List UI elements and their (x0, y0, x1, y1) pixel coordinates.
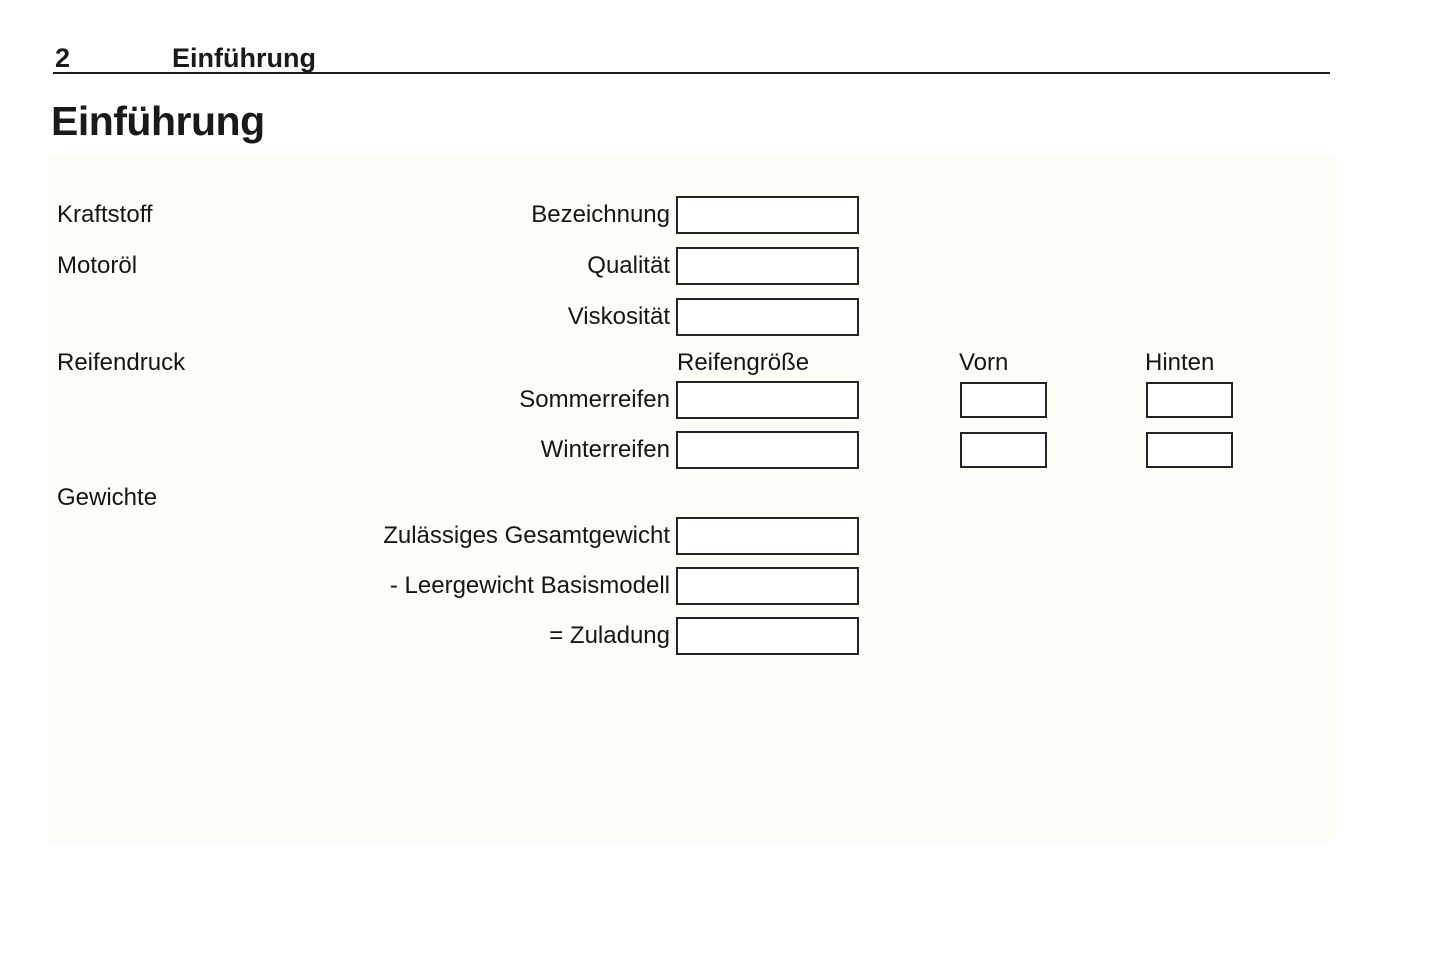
field-label-gesamtgewicht: Zulässiges Gesamtgewicht (383, 522, 670, 549)
winterreifen-reifengroesse-input[interactable] (676, 431, 859, 469)
zuladung-input[interactable] (676, 617, 859, 655)
sommerreifen-hinten-input[interactable] (1146, 382, 1233, 418)
sommerreifen-reifengroesse-input[interactable] (676, 381, 859, 419)
section-label-reifendruck: Reifendruck (57, 349, 186, 376)
field-label-viskositaet: Viskosität (567, 303, 670, 330)
running-header-chapter: Einführung (172, 43, 316, 73)
winterreifen-hinten-input[interactable] (1146, 432, 1233, 468)
column-header-vorn: Vorn (959, 349, 1009, 376)
field-label-qualitaet: Qualität (587, 252, 670, 279)
field-label-zuladung: = Zuladung (549, 622, 670, 649)
column-header-reifengroesse: Reifengröße (677, 349, 810, 376)
row-label-sommerreifen: Sommerreifen (519, 386, 670, 413)
winterreifen-vorn-input[interactable] (960, 432, 1047, 468)
field-label-bezeichnung: Bezeichnung (531, 201, 670, 228)
field-label-leergewicht: - Leergewicht Basismodell (389, 572, 670, 599)
viskositaet-input[interactable] (676, 298, 859, 336)
section-label-gewichte: Gewichte (57, 484, 158, 511)
section-label-motoroel: Motoröl (57, 252, 138, 279)
qualitaet-input[interactable] (676, 247, 859, 285)
bezeichnung-input[interactable] (676, 196, 859, 234)
page-title: Einführung (51, 98, 265, 144)
column-header-hinten: Hinten (1145, 349, 1215, 376)
row-label-winterreifen: Winterreifen (540, 436, 670, 463)
gesamtgewicht-input[interactable] (676, 517, 859, 555)
header-rule (53, 72, 1330, 74)
section-label-kraftstoff: Kraftstoff (57, 201, 153, 228)
leergewicht-input[interactable] (676, 567, 859, 605)
sommerreifen-vorn-input[interactable] (960, 382, 1047, 418)
page-number: 2 (55, 43, 71, 73)
